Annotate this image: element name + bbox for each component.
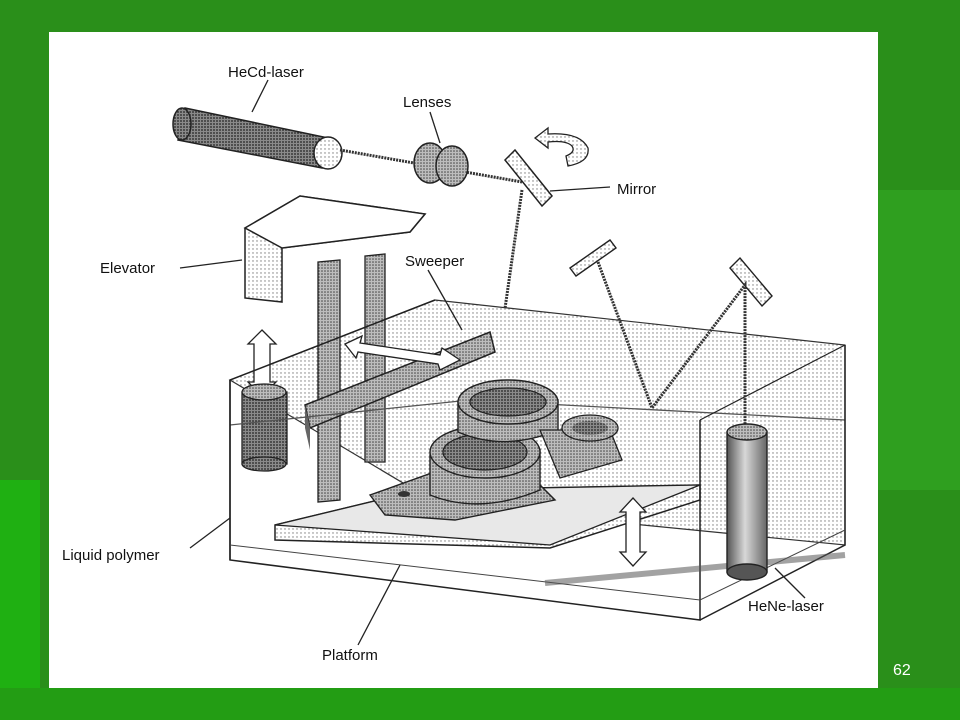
hecd-laser-beam [339,148,523,184]
vat-front [229,299,846,621]
hene-laser-beam [596,261,747,430]
scanning-mirror [503,148,554,208]
label-leader-lines [179,79,806,646]
hecd-laser-tube [172,107,343,170]
built-part [368,379,623,521]
lenses [413,142,469,187]
page-number: 62 [893,662,911,679]
label-mirror: Mirror [617,181,656,198]
platform-motion-arrow-icon [618,497,648,567]
label-hecd-laser: HeCd-laser [228,64,304,81]
label-elevator: Elevator [100,260,155,277]
uv-beam-to-vat [491,189,524,393]
resin-reservoir-cylinder [241,383,288,472]
hene-laser-tube [726,423,768,581]
slide-frame: HeCd-laser Lenses Mirror Elevator Sweepe… [49,32,878,688]
sweeper-motion-arrow-icon [343,334,462,371]
background-accent-left [0,480,40,720]
label-sweeper: Sweeper [405,253,464,270]
label-platform: Platform [322,647,378,664]
rotation-arrow-icon [533,126,589,167]
label-hene-laser: HeNe-laser [748,598,824,615]
background-accent-bottom [0,688,960,720]
background-accent-right [878,190,960,490]
label-liquid-polymer: Liquid polymer [62,547,160,564]
label-lenses: Lenses [403,94,451,111]
hene-mirror-left [569,239,617,277]
hene-mirror-right [729,256,773,308]
stereolithography-diagram: HeCd-laser Lenses Mirror Elevator Sweepe… [62,64,846,664]
